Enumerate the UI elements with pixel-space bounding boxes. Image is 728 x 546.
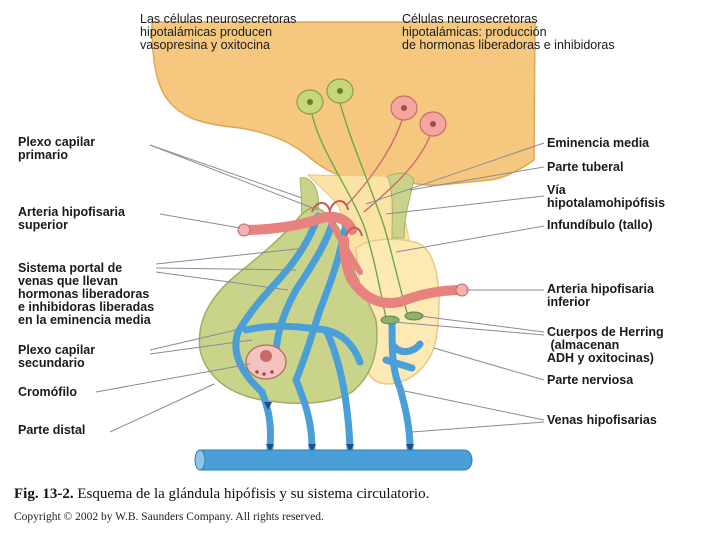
label-sistema-portal: Sistema portal de venas que llevan hormo…	[18, 261, 155, 327]
label-cromofilo: Cromófilo	[18, 385, 78, 399]
axon-pink-2	[363, 135, 431, 213]
leader-lines-left	[95, 144, 319, 433]
leader-lines-right	[365, 142, 545, 433]
label-cuerpos-de-herring: Cuerpos de Herring (almacenan ADH y oxit…	[547, 325, 664, 365]
label-venas-hipofisarias: Venas hipofisarias	[547, 413, 657, 427]
axon-green-2	[339, 102, 409, 317]
header-left-label: Las células neurosecretoras hipotalámica…	[140, 12, 297, 52]
label-plexo-capilar-primario: Plexo capilar primario	[18, 135, 96, 162]
superior-artery	[239, 211, 357, 235]
label-via-hipotalamohipofisis: Vía hipotalamohipófisis	[547, 183, 666, 210]
header-right-label: Células neurosecretoras hipotalámicas: p…	[402, 12, 615, 52]
primary-plexus	[311, 200, 363, 237]
pars-tuberalis	[387, 172, 415, 239]
herring-body-1	[380, 315, 400, 325]
label-plexo-capilar-secundario: Plexo capilar secundario	[18, 343, 96, 370]
axon-green-1	[311, 113, 387, 319]
label-arteria-hipofisaria-inferior: Arteria hipofisaria inferior	[547, 282, 654, 309]
label-parte-distal: Parte distal	[18, 423, 86, 437]
label-parte-nerviosa: Parte nerviosa	[547, 373, 634, 387]
figure-caption-text: Esquema de la glándula hipófisis y su si…	[73, 486, 430, 502]
axon-pink-1	[345, 119, 403, 207]
copyright-notice: Copyright © 2002 by W.B. Saunders Compan…	[14, 511, 324, 523]
label-arteria-hipofisaria-superior: Arteria hipofisaria superior	[18, 205, 125, 232]
label-parte-tuberal: Parte tuberal	[547, 160, 624, 174]
inferior-artery	[339, 235, 467, 308]
hypophyseal-vein	[199, 449, 473, 471]
figure-caption: Fig. 13-2. Esquema de la glándula hipófi…	[14, 486, 429, 503]
vein-arrows	[264, 402, 414, 452]
label-infundibulo: Infundíbulo (tallo)	[547, 218, 653, 232]
label-eminencia-media: Eminencia media	[547, 136, 650, 150]
hypothalamus	[151, 21, 536, 186]
figure-number: Fig. 13-2.	[14, 486, 74, 502]
portal-veins	[232, 212, 424, 452]
